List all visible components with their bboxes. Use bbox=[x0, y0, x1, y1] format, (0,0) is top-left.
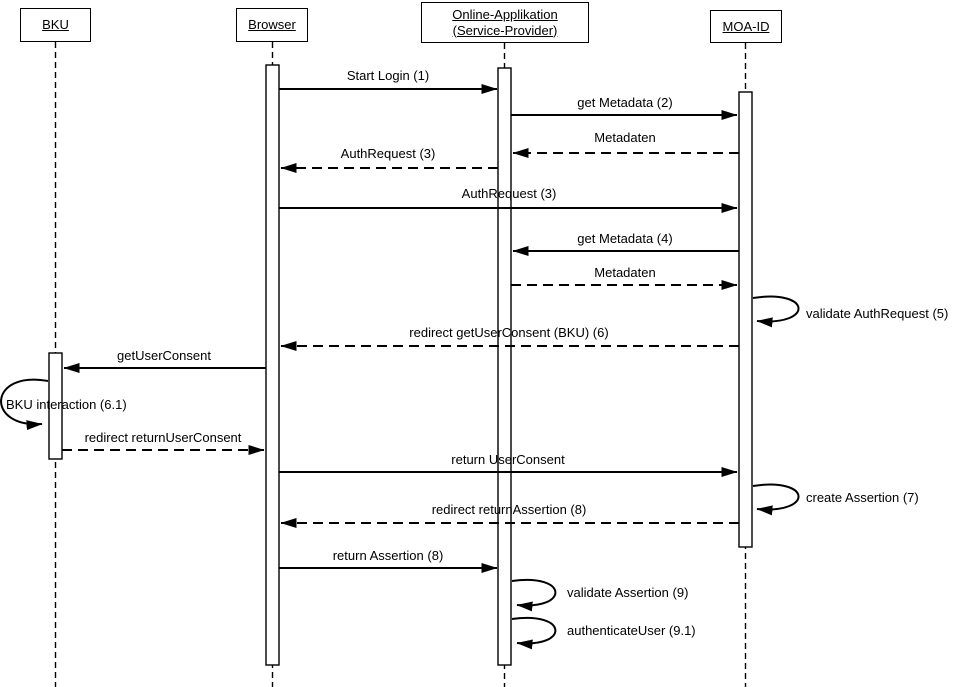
activation-bar-moa-id bbox=[738, 91, 753, 548]
actor-box-moa-id: MOA-ID bbox=[710, 10, 782, 43]
message-label-redirect-returnuserconsent: redirect returnUserConsent bbox=[84, 430, 242, 445]
arrow-authenticateuser-loop bbox=[511, 616, 557, 650]
activation-bar-bku bbox=[48, 352, 63, 460]
message-label-metadaten-2: Metadaten bbox=[594, 130, 656, 145]
message-label-authrequest-redirect: AuthRequest (3) bbox=[340, 146, 436, 161]
message-label-validate-authrequest: validate AuthRequest (5) bbox=[806, 306, 949, 321]
actor-box-browser: Browser bbox=[236, 8, 308, 42]
actor-label-online-applikation: Online-Applikation (Service-Provider) bbox=[452, 6, 558, 38]
message-label-return-userconsent: return UserConsent bbox=[451, 452, 565, 467]
message-label-get-metadata-4: get Metadata (4) bbox=[577, 231, 673, 246]
message-label-getuserconsent: getUserConsent bbox=[117, 348, 211, 363]
actor-label-bku: BKU bbox=[42, 17, 69, 32]
activation-bar-online-applikation bbox=[497, 67, 512, 666]
arrow-bku-interaction-loop bbox=[0, 378, 49, 431]
arrow-validate-authrequest-loop bbox=[752, 295, 800, 328]
message-label-create-assertion: create Assertion (7) bbox=[806, 490, 919, 505]
actor-label-moa-id: MOA-ID bbox=[722, 18, 770, 34]
actor-label-browser: Browser bbox=[248, 17, 296, 32]
message-label-authrequest-forward: AuthRequest (3) bbox=[461, 186, 557, 201]
activation-bar-browser bbox=[265, 64, 280, 666]
arrow-create-assertion-loop bbox=[752, 483, 800, 516]
message-label-start-login: Start Login (1) bbox=[346, 68, 430, 83]
message-arrows bbox=[0, 84, 800, 650]
activation-bars bbox=[48, 64, 753, 666]
message-label-return-assertion: return Assertion (8) bbox=[332, 548, 444, 563]
message-label-bku-interaction: BKU interaction (6.1) bbox=[6, 397, 127, 412]
message-label-redirect-getuserconsent: redirect getUserConsent (BKU) (6) bbox=[409, 325, 609, 340]
message-label-metadaten-4: Metadaten bbox=[594, 265, 656, 280]
message-label-validate-assertion: validate Assertion (9) bbox=[567, 585, 689, 600]
message-label-redirect-returnassertion: redirect returnAssertion (8) bbox=[431, 502, 587, 517]
actor-box-bku: BKU bbox=[20, 8, 91, 42]
actor-box-online-applikation: Online-Applikation (Service-Provider) bbox=[421, 2, 589, 43]
message-label-authenticateuser: authenticateUser (9.1) bbox=[567, 623, 696, 638]
arrow-validate-assertion-loop bbox=[511, 578, 557, 612]
message-label-get-metadata-2: get Metadata (2) bbox=[577, 95, 673, 110]
